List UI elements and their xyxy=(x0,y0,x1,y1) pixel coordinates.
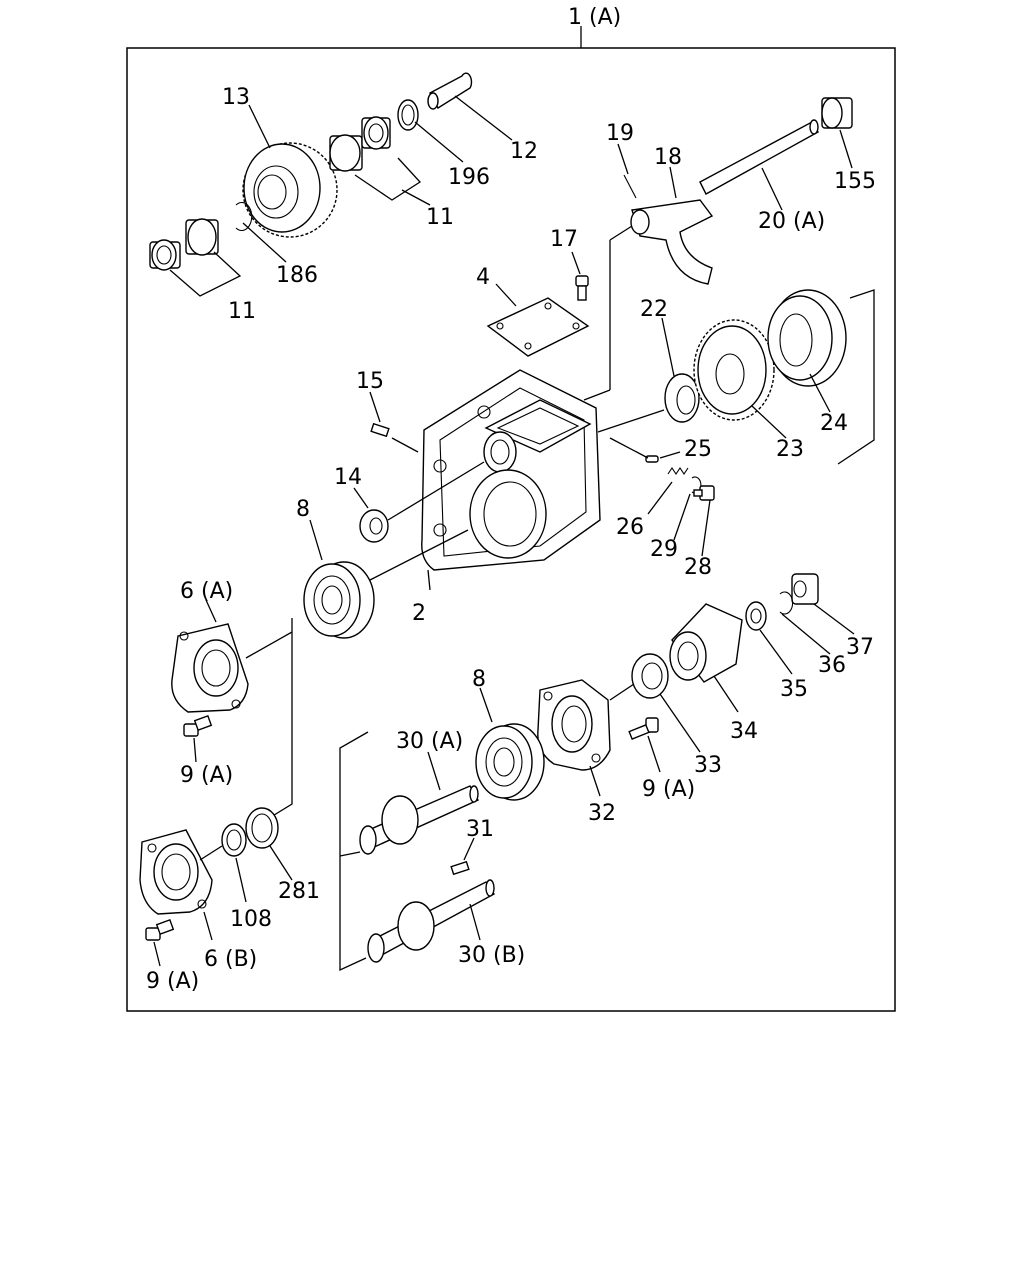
callout-30b: 30 (B) xyxy=(458,943,525,968)
part-14-seal xyxy=(359,509,389,543)
callout-186: 186 xyxy=(276,263,318,288)
callout-14: 14 xyxy=(334,465,362,490)
callout-155: 155 xyxy=(834,169,876,194)
part-9a-bolt-bottom xyxy=(145,919,175,941)
part-20a-shaft xyxy=(699,119,819,195)
part-6b-flange xyxy=(139,829,213,915)
part-36-lock-washer xyxy=(779,591,794,615)
callout-34: 34 xyxy=(730,719,758,744)
callout-32: 32 xyxy=(588,801,616,826)
callout-2: 2 xyxy=(412,601,426,626)
callout-9a-bottom: 9 (A) xyxy=(146,969,199,994)
part-30b-shaft xyxy=(367,879,496,963)
part-8-bearing-bottom xyxy=(475,723,545,801)
part-281-ring xyxy=(245,807,279,849)
part-22-washer xyxy=(664,373,700,423)
part-24-sleeve xyxy=(767,289,847,387)
callout-11-top: 11 xyxy=(426,205,454,230)
callout-12: 12 xyxy=(510,139,538,164)
part-13-gear xyxy=(242,142,338,238)
part-28-plug xyxy=(693,485,715,501)
diagram-frame xyxy=(126,47,896,1012)
part-2-housing xyxy=(421,369,601,571)
part-196-ring xyxy=(397,99,419,131)
part-9a-bolt-mid xyxy=(628,717,659,740)
callout-8-bottom: 8 xyxy=(472,667,486,692)
part-30a-shaft xyxy=(359,785,479,855)
part-23-gear xyxy=(693,319,775,421)
part-34-coupling xyxy=(669,603,743,683)
callout-8-top: 8 xyxy=(296,497,310,522)
callout-23: 23 xyxy=(776,437,804,462)
callout-6a: 6 (A) xyxy=(180,579,233,604)
callout-35: 35 xyxy=(780,677,808,702)
part-35-washer xyxy=(745,601,767,631)
part-26-spring xyxy=(667,467,689,475)
part-37-nut xyxy=(791,573,819,605)
part-6a-flange xyxy=(171,623,249,713)
callout-4: 4 xyxy=(476,265,490,290)
callout-13: 13 xyxy=(222,85,250,110)
callout-108: 108 xyxy=(230,907,272,932)
part-15-pin xyxy=(370,422,390,438)
callout-33: 33 xyxy=(694,753,722,778)
part-17-bolt xyxy=(575,275,589,301)
callout-24: 24 xyxy=(820,411,848,436)
callout-11-left: 11 xyxy=(228,299,256,324)
part-33-seal xyxy=(631,653,669,699)
callout-9a-left: 9 (A) xyxy=(180,763,233,788)
callout-30a: 30 (A) xyxy=(396,729,463,754)
callout-9a-mid: 9 (A) xyxy=(642,777,695,802)
callout-22: 22 xyxy=(640,297,668,322)
part-186-snap-ring xyxy=(235,201,253,232)
part-31-key xyxy=(450,860,470,876)
part-25-pin xyxy=(645,455,659,463)
part-19-pin xyxy=(623,174,637,199)
part-12-pin xyxy=(427,72,473,110)
part-11-bearing-left xyxy=(149,218,219,271)
callout-31: 31 xyxy=(466,817,494,842)
assembly-label: 1 (A) xyxy=(568,5,621,30)
callout-6b: 6 (B) xyxy=(204,947,257,972)
part-4-cover-plate xyxy=(486,297,590,357)
part-108-snap-ring xyxy=(221,823,247,857)
callout-25: 25 xyxy=(684,437,712,462)
callout-37: 37 xyxy=(846,635,874,660)
callout-281: 281 xyxy=(278,879,320,904)
callout-28: 28 xyxy=(684,555,712,580)
part-11-bearing-top xyxy=(329,116,391,172)
callout-17: 17 xyxy=(550,227,578,252)
callout-18: 18 xyxy=(654,145,682,170)
callout-29: 29 xyxy=(650,537,678,562)
callout-26: 26 xyxy=(616,515,644,540)
callout-19: 19 xyxy=(606,121,634,146)
callout-15: 15 xyxy=(356,369,384,394)
callout-196: 196 xyxy=(448,165,490,190)
part-155-bushing xyxy=(821,97,853,129)
part-9a-bolt-left xyxy=(183,715,213,737)
part-18-shift-fork xyxy=(630,199,714,285)
callout-20a: 20 (A) xyxy=(758,209,825,234)
part-8-bearing-top xyxy=(303,561,375,639)
callout-36: 36 xyxy=(818,653,846,678)
part-32-flange xyxy=(537,679,611,771)
